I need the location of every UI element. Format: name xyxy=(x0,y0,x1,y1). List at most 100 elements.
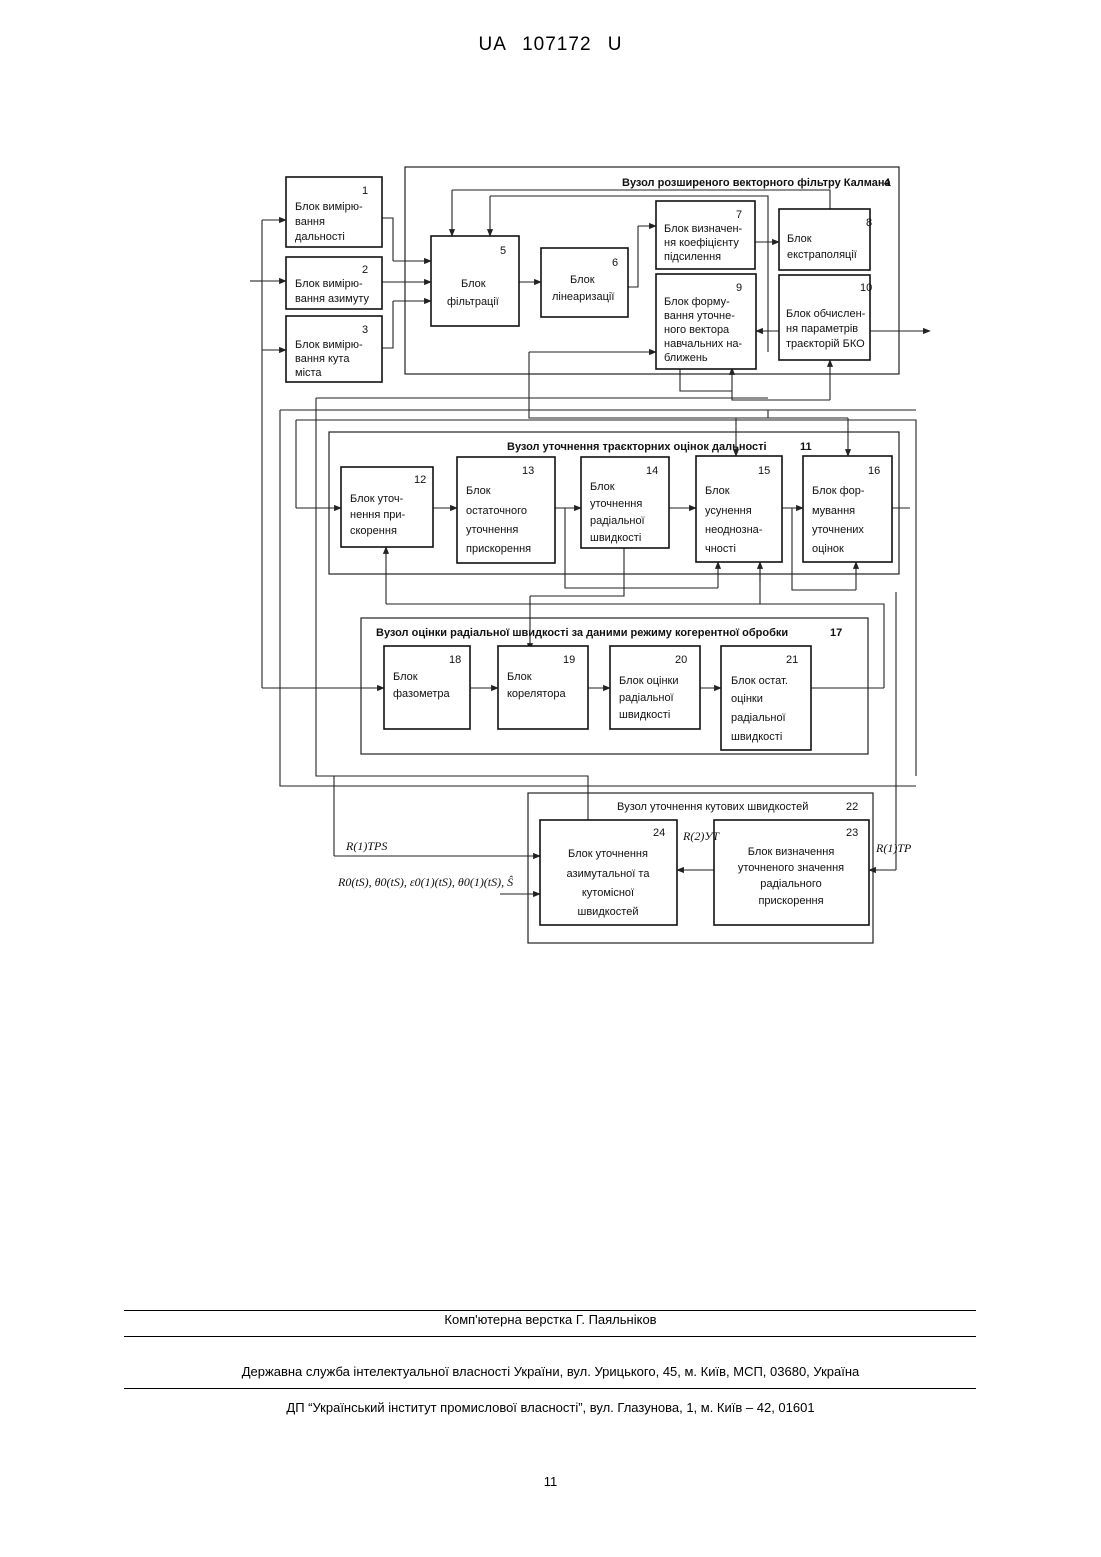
block-9-line-5: ближень xyxy=(664,352,708,364)
block-14-line-3: радіальної xyxy=(590,515,645,527)
block-13-number: 13 xyxy=(522,465,534,477)
block-13-line-2: остаточного xyxy=(466,505,527,517)
svg-text:Блок обчислен-ня параметрівтр: Блок обчислен-ня параметрів траєкторій БК… xyxy=(786,308,866,350)
node-4-label: Вузол розширеного векторного фільтру Кал… xyxy=(622,177,892,189)
block-10-line-3: траєкторій БКО xyxy=(786,338,865,350)
block-7: 7 Блок визначен-ня коефіцієнтупідсилення xyxy=(656,201,755,269)
block-3-line-3: міста xyxy=(295,367,322,379)
block-16-line-1: Блок фор- xyxy=(812,485,865,497)
layout-credit: Комп'ютерна верстка Г. Паяльніков xyxy=(0,1312,1101,1327)
block-19-line-1: Блок xyxy=(507,671,532,683)
block-21-line-2: оцінки xyxy=(731,693,763,705)
block-15-line-1: Блок xyxy=(705,485,730,497)
institute-address: ДП “Український інститут промислової вла… xyxy=(0,1400,1101,1415)
block-21: 21 Блок остат.оцінкирадіальноїшвидкості xyxy=(721,646,811,750)
block-16-line-3: уточнених xyxy=(812,524,864,536)
block-14-number: 14 xyxy=(646,465,658,477)
block-5-line-2: фільтрації xyxy=(447,296,499,308)
block-20-number: 20 xyxy=(675,654,687,666)
block-9-line-3: ного вектора xyxy=(664,324,730,336)
block-1-line-3: дальності xyxy=(295,231,345,243)
block-23-line-2: уточненого значення xyxy=(738,862,844,874)
block-15-line-2: усунення xyxy=(705,505,752,517)
block-14-line-1: Блок xyxy=(590,481,615,493)
block-13-line-1: Блок xyxy=(466,485,491,497)
block-16-line-2: мування xyxy=(812,505,855,517)
block-19-number: 19 xyxy=(563,654,575,666)
block-10-line-1: Блок обчислен- xyxy=(786,308,866,320)
block-24-line-3: кутомісної xyxy=(582,887,634,899)
block-20-line-2: радіальної xyxy=(619,692,674,704)
block-5-line-1: Блок xyxy=(461,278,486,290)
block-8: 8 Блок екстраполяції xyxy=(779,209,872,270)
block-16-line-4: оцінок xyxy=(812,543,844,555)
node-11-number: 11 xyxy=(800,441,812,453)
block-23-line-4: прискорення xyxy=(758,895,823,907)
block-24-line-4: швидкостей xyxy=(578,906,639,918)
block-18-line-2: фазометра xyxy=(393,688,451,700)
block-10: 10 Блок обчислен-ня параметрівтраєкторій… xyxy=(779,275,872,360)
block-8-number: 8 xyxy=(866,217,872,229)
page-number: 11 xyxy=(0,1474,1101,1489)
block-20: 20 Блок оцінки радіальної швидкості xyxy=(610,646,700,729)
block-9-number: 9 xyxy=(736,282,742,294)
footer-rule-3 xyxy=(124,1388,976,1389)
symbol-r-ut: R(2)УТ xyxy=(682,829,720,843)
block-1: 1 Блок вимірю-ваннядальності xyxy=(286,177,382,247)
block-15-line-3: неоднозна- xyxy=(705,524,763,536)
block-3-line-2: вання кута xyxy=(295,353,350,365)
block-21-line-1: Блок остат. xyxy=(731,675,788,687)
block-6-number: 6 xyxy=(612,257,618,269)
block-7-line-2: ня коефіцієнту xyxy=(664,237,739,249)
block-5: 5 Блок фільтрації xyxy=(431,236,519,326)
block-7-number: 7 xyxy=(736,209,742,221)
symbol-r-tp: R(1)TP xyxy=(875,841,912,855)
symbol-r-tps: R(1)TPS xyxy=(345,839,387,853)
block-12-line-2: нення при- xyxy=(350,509,406,521)
block-5-number: 5 xyxy=(500,245,506,257)
node-17-label: Вузол оцінки радіальної швидкості за дан… xyxy=(376,627,788,639)
block-14: 14 Блокуточненнярадіальноїшвидкості xyxy=(581,457,669,548)
block-20-line-3: швидкості xyxy=(619,709,670,721)
block-23: 23 Блок визначенняуточненого значеннярад… xyxy=(714,820,869,925)
block-18: 18 Блок фазометра xyxy=(384,646,470,729)
block-14-line-2: уточнення xyxy=(590,498,642,510)
block-3-number: 3 xyxy=(362,324,368,336)
block-21-number: 21 xyxy=(786,654,798,666)
block-15-number: 15 xyxy=(758,465,770,477)
block-2-number: 2 xyxy=(362,264,368,276)
block-13: 13 Блокостаточногоуточненняприскорення xyxy=(457,457,555,563)
block-23-number: 23 xyxy=(846,827,858,839)
block-7-line-1: Блок визначен- xyxy=(664,223,743,235)
block-24: 24 Блок уточненняазимутальної такутомісн… xyxy=(540,820,677,925)
agency-address: Державна служба інтелектуальної власност… xyxy=(0,1364,1101,1379)
block-2: 2 Блок вимірю-вання азимуту xyxy=(286,257,382,309)
block-21-line-3: радіальної xyxy=(731,712,786,724)
block-12-line-3: скорення xyxy=(350,525,397,537)
block-23-line-1: Блок визначення xyxy=(748,846,835,858)
symbol-parameters: R0(tS), θ0(tS), ε0(1)(tS), θ0(1)(tS), Ŝ xyxy=(337,875,513,889)
block-15: 15 Блокусуненнянеоднозна-чності xyxy=(696,456,782,562)
node-22-label: Вузол уточнення кутових швидкостей xyxy=(617,801,808,813)
node-17-number: 17 xyxy=(830,627,842,639)
block-10-line-2: ня параметрів xyxy=(786,323,858,335)
footer-rule-1 xyxy=(124,1310,976,1311)
block-18-number: 18 xyxy=(449,654,461,666)
block-6: 6 Блоклінеаризації xyxy=(541,248,628,317)
block-1-number: 1 xyxy=(362,185,368,197)
block-1-line-1: Блок вимірю- xyxy=(295,201,363,213)
node-11-label: Вузол уточнення траєкторних оцінок дальн… xyxy=(507,441,767,453)
block-19: 19 Блоккорелятора xyxy=(498,646,588,729)
block-9: 9 Блок форму-вання уточне-ного векторана… xyxy=(656,274,756,369)
block-20-line-1: Блок оцінки xyxy=(619,675,679,687)
block-8-line-1: Блок xyxy=(787,233,812,245)
block-12: 12 Блок уточ-нення при-скорення xyxy=(341,467,433,547)
block-18-line-1: Блок xyxy=(393,671,418,683)
block-12-number: 12 xyxy=(414,474,426,486)
block-13-line-3: уточнення xyxy=(466,524,518,536)
block-2-line-1: Блок вимірю- xyxy=(295,278,363,290)
block-9-line-1: Блок форму- xyxy=(664,296,730,308)
block-3: 3 Блок вимірю-вання кутаміста xyxy=(286,316,382,382)
block-8-line-2: екстраполяції xyxy=(787,249,857,261)
block-9-line-2: вання уточне- xyxy=(664,310,735,322)
